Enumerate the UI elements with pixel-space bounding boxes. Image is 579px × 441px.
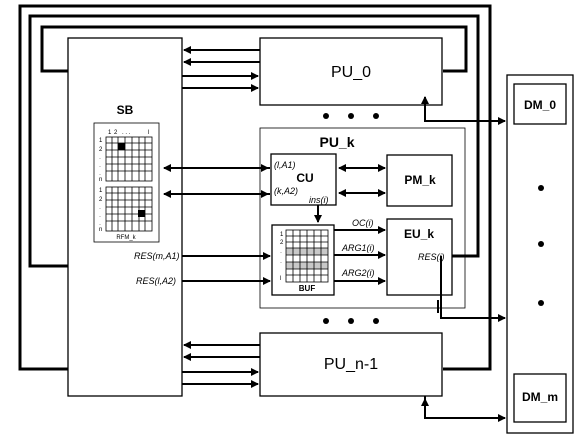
outer-wires	[18, 4, 492, 371]
pu0-dm-link	[424, 105, 506, 125]
cu-pm-arrows	[338, 164, 386, 197]
rfm-row-dot: ·	[99, 222, 101, 228]
oc-label: OC(i)	[352, 218, 374, 228]
buf-label: BUF	[299, 284, 316, 293]
dm-m-label: DM_m	[522, 390, 558, 404]
sb-pu0-arrows	[182, 46, 260, 92]
buf-row-2: 2	[280, 240, 284, 246]
dm-dot	[538, 300, 544, 306]
rfm-label: RFM_k	[116, 235, 136, 241]
rfm-row-dot: ·	[99, 206, 101, 212]
pu-n-1-block	[259, 332, 443, 397]
eu-dm-link	[440, 256, 506, 322]
rfm-marked-cell-2	[138, 210, 145, 217]
arg1-label: ARG1(i)	[341, 243, 375, 253]
arg2-label: ARG2(i)	[341, 268, 375, 278]
sb-label: SB	[117, 103, 134, 117]
rfm-row-1: 1	[99, 138, 103, 144]
dm-m-block	[513, 373, 567, 423]
rfm-row-dot: ·	[99, 164, 101, 170]
rfm-marked-cell-1	[118, 143, 125, 150]
cu-input-2: (k,A2)	[274, 186, 298, 196]
ins-label: ins(i)	[309, 195, 329, 205]
buf-row-dot: ·	[280, 260, 282, 266]
buf-row-dot: ·	[280, 250, 282, 256]
rfm-col-2: 2	[114, 130, 118, 136]
sb-cu-arrows	[163, 164, 270, 198]
dm-0-label: DM_0	[524, 98, 556, 112]
buf-row-l: l	[280, 276, 281, 282]
cu-block	[270, 153, 337, 206]
pm-label: PM_k	[404, 173, 436, 187]
pm-block	[386, 154, 453, 207]
eu-res-label: RES(i)	[418, 252, 445, 262]
rfm-col-dots: . . .	[122, 130, 131, 136]
rfm-row-dot: ·	[99, 172, 101, 178]
pu-0-label: PU_0	[331, 64, 371, 81]
buf-row-1: 1	[280, 232, 284, 238]
pu-0-block	[259, 37, 443, 106]
cu-input-1: (l,A1)	[274, 160, 296, 170]
rfm-row-dot: ·	[99, 156, 101, 162]
rfm-table: 1 2 . . . l 1 2 · · · n 1 2 · · · n RFM_…	[93, 122, 160, 243]
res-m-a1-label: RES(m,A1)	[134, 251, 180, 261]
pun1-dm-link	[424, 396, 506, 422]
dm-0-block	[513, 83, 567, 125]
eu-label: EU_k	[404, 227, 434, 241]
sb-pun1-arrows	[182, 341, 260, 388]
rfm-row-2: 2	[99, 147, 103, 153]
res-l-a2-label: RES(l,A2)	[136, 276, 176, 286]
buf-table: 1 2 · · l BUF	[280, 229, 329, 293]
sb-buf-arrows	[182, 252, 271, 285]
rfm-row-n: n	[99, 177, 102, 183]
rfm-row-n: n	[99, 227, 102, 233]
buf-eu-arrows	[334, 226, 386, 285]
rfm-row-1: 1	[99, 188, 103, 194]
cu-label: CU	[296, 171, 313, 185]
rfm-row-2: 2	[99, 197, 103, 203]
ellipsis-dots	[323, 113, 379, 324]
pu-k-label: PU_k	[319, 134, 354, 150]
pu-k-block	[259, 127, 466, 309]
buf-block	[271, 224, 335, 296]
pu-n-1-label: PU_n-1	[324, 356, 378, 373]
dm-container	[506, 74, 574, 434]
dm-dot	[538, 241, 544, 247]
rfm-col-l: l	[148, 130, 149, 136]
dm-dot	[538, 185, 544, 191]
rfm-col-1: 1	[108, 130, 112, 136]
rfm-row-dot: ·	[99, 214, 101, 220]
